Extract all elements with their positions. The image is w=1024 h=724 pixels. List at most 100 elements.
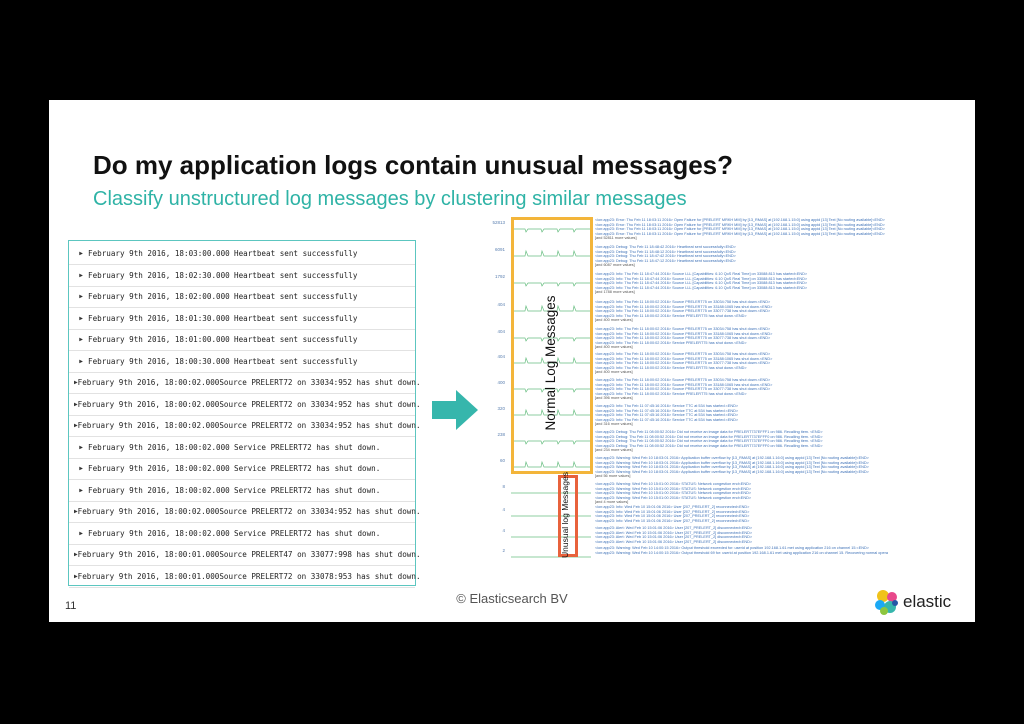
category-example-line: <ion:app23: Warning: Wed Feb 10 15:01:00… bbox=[595, 486, 752, 491]
category-examples: <ion:app23: Warning: Wed Feb 10 14:00:15… bbox=[595, 546, 965, 555]
category-example-line: <ion:app23: Info: Thu Feb 11 18:47:44 20… bbox=[595, 272, 808, 276]
category-example-line: <ion:app23: Alert: Wed Feb 10 15:01:06 2… bbox=[595, 535, 753, 540]
log-timestamp: February 9th 2016, 18:00:01.000 bbox=[77, 550, 220, 559]
expand-triangle-icon[interactable]: ▶ bbox=[79, 529, 83, 537]
expand-triangle-icon[interactable]: ▶ bbox=[79, 443, 83, 451]
category-example-line: <ion:app23: Warning: Wed Feb 10 15:01:00… bbox=[595, 482, 752, 486]
expand-triangle-icon[interactable]: ▶ bbox=[74, 508, 78, 515]
category-example-line: <ion:app23: Error: Thu Feb 11 18:03:11 2… bbox=[595, 222, 885, 227]
expand-triangle-icon[interactable]: ▶ bbox=[74, 572, 78, 580]
category-count: 238 bbox=[497, 432, 505, 437]
expand-triangle-icon[interactable]: ▶ bbox=[79, 465, 83, 472]
expand-triangle-icon[interactable]: ▶ bbox=[79, 357, 83, 365]
expand-triangle-icon[interactable]: ▶ bbox=[79, 293, 83, 300]
category-sparkline bbox=[511, 408, 591, 416]
category-count: 404 bbox=[497, 329, 505, 334]
category-example-line: <ion:app23: Info: Thu Feb 11 07:45:16 20… bbox=[595, 404, 739, 408]
expand-triangle-icon[interactable]: ▶ bbox=[74, 422, 78, 429]
category-example-line: <ion:app23: Alert: Wed Feb 10 15:01:06 2… bbox=[595, 530, 753, 535]
category-example-line: <ion:app23: Info: Thu Feb 11 07:45:16 20… bbox=[595, 408, 739, 413]
category-example-line: <ion:app23: Warning: Wed Feb 10 15:01:00… bbox=[595, 491, 752, 496]
expand-triangle-icon[interactable]: ▶ bbox=[79, 250, 83, 257]
expand-triangle-icon[interactable]: ▶ bbox=[79, 271, 83, 279]
unusual-messages-label: Unusual log Messages bbox=[560, 472, 570, 558]
category-example-line: <ion:app23: Info: Thu Feb 11 18:00:02 20… bbox=[595, 365, 747, 370]
category-count: 1792 bbox=[494, 274, 505, 279]
category-sparkline bbox=[511, 304, 591, 312]
category-example-line: <ion:app23: Info: Wed Feb 10 15:01:06 20… bbox=[595, 518, 750, 523]
category-more-count: [and 400 more values] bbox=[595, 318, 633, 323]
normal-messages-highlight bbox=[511, 217, 593, 474]
category-example-line: <ion:app23: Info: Thu Feb 11 18:00:02 20… bbox=[595, 391, 747, 396]
expand-triangle-icon[interactable]: ▶ bbox=[79, 336, 83, 343]
copyright-footer: © Elasticsearch BV bbox=[456, 591, 568, 606]
category-example-line: <ion:app23: Info: Thu Feb 11 18:00:02 20… bbox=[595, 387, 771, 392]
expand-triangle-icon[interactable]: ▶ bbox=[79, 314, 83, 322]
log-message: Source PRELERT72 on 33034:952 has shut d… bbox=[219, 378, 421, 387]
log-timestamp: February 9th 2016, 18:02:00.000 bbox=[88, 292, 230, 301]
page-number: 11 bbox=[65, 600, 77, 612]
category-example-line: <ion:app23: Error: Thu Feb 11 18:03:11 2… bbox=[595, 218, 885, 222]
category-examples: <ion:app23: Error: Thu Feb 11 18:03:11 2… bbox=[595, 218, 965, 241]
category-example-line: <ion:app23: Info: Thu Feb 11 18:00:02 20… bbox=[595, 382, 773, 387]
elastic-logo-text: elastic bbox=[903, 592, 952, 611]
log-row[interactable]: ▶ February 9th 2016, 18:00:02.000 Service … bbox=[69, 480, 415, 502]
log-timestamp: February 9th 2016, 18:03:00.000 bbox=[88, 249, 230, 258]
category-example-line: <ion:app23: Alert: Wed Feb 10 15:01:06 2… bbox=[595, 539, 753, 544]
category-more-count: [and 400 more values] bbox=[595, 370, 633, 375]
expand-triangle-icon[interactable]: ▶ bbox=[79, 486, 83, 494]
category-example-line: <ion:app23: Info: Thu Feb 11 18:00:02 20… bbox=[595, 304, 773, 309]
category-more-count: [and 52811 more values] bbox=[595, 236, 637, 241]
log-timestamp: February 9th 2016, 18:00:30.000 bbox=[88, 356, 230, 366]
category-example-line: <ion:app23: Alert: Wed Feb 10 15:01:06 2… bbox=[595, 526, 753, 530]
category-example-line: <ion:app23: Error: Thu Feb 11 18:03:11 2… bbox=[595, 231, 885, 236]
log-timestamp: February 9th 2016, 18:00:02.000 bbox=[77, 507, 220, 516]
category-example-line: <ion:app23: Info: Thu Feb 11 18:00:02 20… bbox=[595, 378, 771, 382]
category-more-count: [and 400 more values] bbox=[595, 345, 633, 350]
log-message: Service PRELERT72 has shut down. bbox=[234, 485, 381, 495]
category-more-count: [and 4 more values] bbox=[595, 500, 629, 505]
category-count: 400 bbox=[497, 380, 505, 385]
category-count: 2 bbox=[502, 548, 505, 553]
expand-triangle-icon[interactable]: ▶ bbox=[74, 400, 78, 408]
log-timestamp: February 9th 2016, 18:00:02.000 bbox=[88, 485, 230, 495]
category-sparkline bbox=[511, 492, 591, 494]
category-example-line: <ion:app23: Info: Thu Feb 11 18:00:02 20… bbox=[595, 309, 771, 314]
category-example-line: <ion:app23: Debug: Thu Feb 11 08:00:52 2… bbox=[595, 443, 823, 448]
category-more-count: [and 396 more values] bbox=[595, 396, 633, 401]
category-example-line: <ion:app23: Warning: Wed Feb 10 18:03:01… bbox=[595, 465, 869, 470]
log-timestamp: February 9th 2016, 18:01:30.000 bbox=[88, 313, 230, 323]
category-example-line: <ion:app23: Info: Thu Feb 11 18:47:44 20… bbox=[595, 281, 808, 286]
log-message: Heartbeat sent successfully bbox=[234, 270, 358, 280]
category-examples: <ion:app23: Info: Wed Feb 10 15:01:06 20… bbox=[595, 505, 965, 523]
category-example-line: <ion:app23: Info: Thu Feb 11 18:00:02 20… bbox=[595, 327, 771, 331]
expand-triangle-icon[interactable]: ▶ bbox=[74, 551, 78, 558]
category-examples: <ion:app23: Info: Thu Feb 11 18:47:44 20… bbox=[595, 272, 965, 295]
category-example-line: <ion:app23: Info: Wed Feb 10 15:01:06 20… bbox=[595, 505, 750, 509]
log-message: Source PRELERT72 on 33034:952 has shut d… bbox=[219, 507, 421, 516]
category-example-line: <ion:app23: Info: Thu Feb 11 18:00:02 20… bbox=[595, 352, 771, 356]
category-examples: <ion:app23: Alert: Wed Feb 10 15:01:06 2… bbox=[595, 526, 965, 544]
log-timestamp: February 9th 2016, 18:00:02.000 bbox=[88, 464, 230, 473]
category-example-line: <ion:app23: Warning: Wed Feb 10 18:03:01… bbox=[595, 460, 869, 465]
category-sparkline bbox=[511, 440, 591, 445]
expand-triangle-icon[interactable]: ▶ bbox=[74, 379, 78, 386]
category-count: 60 bbox=[499, 458, 505, 463]
category-example-line: <ion:app23: Warning: Wed Feb 10 14:00:15… bbox=[595, 550, 888, 555]
category-count: 4 bbox=[502, 528, 505, 533]
